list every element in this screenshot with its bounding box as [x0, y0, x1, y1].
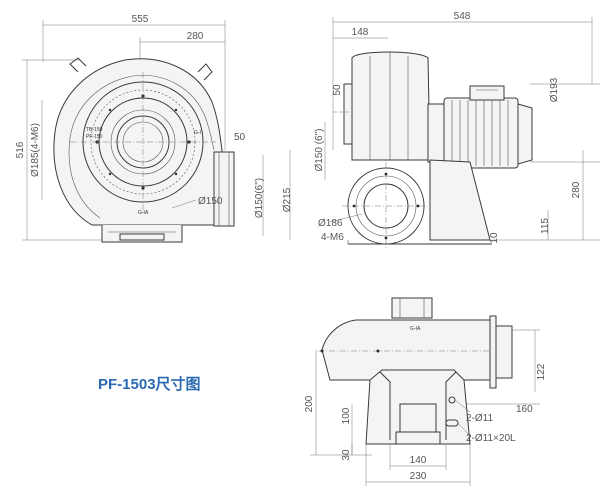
side-height-50-label: 50	[332, 84, 343, 96]
bottom-height-30-label: 30	[341, 449, 352, 461]
side-outlet-dia-label: Ø150 (6")	[314, 128, 325, 171]
bottom-width-140-label: 140	[410, 455, 427, 466]
side-length-548-label: 548	[454, 11, 471, 22]
bottom-width-160-label: 160	[516, 404, 533, 415]
front-offset-50-label: 50	[234, 132, 246, 143]
front-width-280-label: 280	[187, 31, 204, 42]
front-marker-bottom: G-IA	[138, 210, 149, 216]
side-height-115-label: 115	[540, 218, 551, 234]
front-nameplate-model: TB-150	[86, 127, 103, 133]
side-bolts-label: 4-M6	[321, 232, 344, 243]
bottom-height-100-label: 100	[341, 407, 352, 424]
front-outlet-dia-label: Ø150(6")	[254, 178, 265, 218]
side-length-148-label: 148	[352, 27, 369, 38]
front-outlet-215-label: Ø215	[282, 187, 293, 212]
front-marker-right: G-I	[194, 130, 201, 136]
drawing-title: PF-1503尺寸图	[98, 375, 201, 393]
bottom-hole-note: 2-Ø11	[466, 413, 493, 424]
side-motor-dia-label: Ø193	[549, 77, 560, 102]
bottom-height-200-label: 200	[304, 395, 315, 412]
front-height-516-label: 516	[15, 141, 26, 158]
front-view: 555 280 516 Ø185(4-M6)	[15, 14, 293, 243]
side-height-280-label: 280	[571, 181, 582, 198]
bottom-view: G-IA 122 160 2-Ø11 2-Ø11×20L 200 100 30	[304, 297, 547, 486]
front-flange-pcd-label: Ø185(4-M6)	[30, 123, 41, 177]
side-height-10-label: 10	[489, 232, 500, 244]
bottom-width-230-label: 230	[410, 471, 427, 482]
side-flange-dia-label: Ø186	[318, 218, 343, 229]
front-nameplate-code: PF-150	[86, 134, 103, 140]
front-width-555-label: 555	[132, 14, 149, 25]
side-view: 548 148 50 Ø193 280 115 10 Ø150 (6")	[314, 11, 600, 250]
bottom-marker: G-IA	[410, 326, 421, 332]
bottom-width-122-label: 122	[536, 363, 547, 380]
front-inlet-dia-label: Ø150	[198, 196, 223, 207]
bottom-slot-note: 2-Ø11×20L	[466, 433, 516, 444]
